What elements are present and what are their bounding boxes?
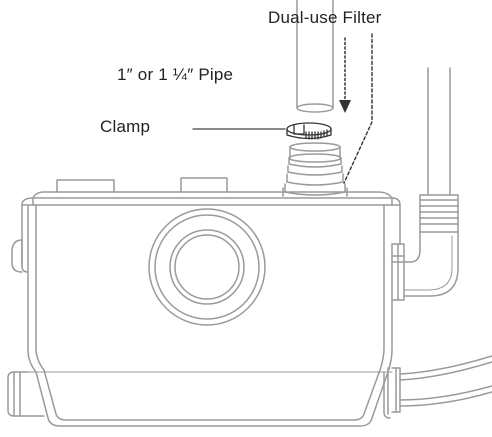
- discharge-elbow: [391, 67, 459, 301]
- lower-hose: [383, 355, 492, 419]
- label-clamp: Clamp: [100, 117, 151, 136]
- label-pipe-size: 1″ or 1 ¼″ Pipe: [117, 65, 234, 84]
- insert-arrow: [339, 37, 351, 113]
- pump-lid: [21, 177, 401, 273]
- side-inlet-port: [7, 371, 45, 417]
- hose-clamp: [286, 122, 332, 140]
- label-dual-use-filter: Dual-use Filter: [268, 8, 382, 27]
- inlet-pipe: [296, 0, 334, 113]
- filter-leader-line: [343, 33, 373, 184]
- filter-adaptor: [282, 142, 348, 197]
- pump-body: [11, 204, 393, 427]
